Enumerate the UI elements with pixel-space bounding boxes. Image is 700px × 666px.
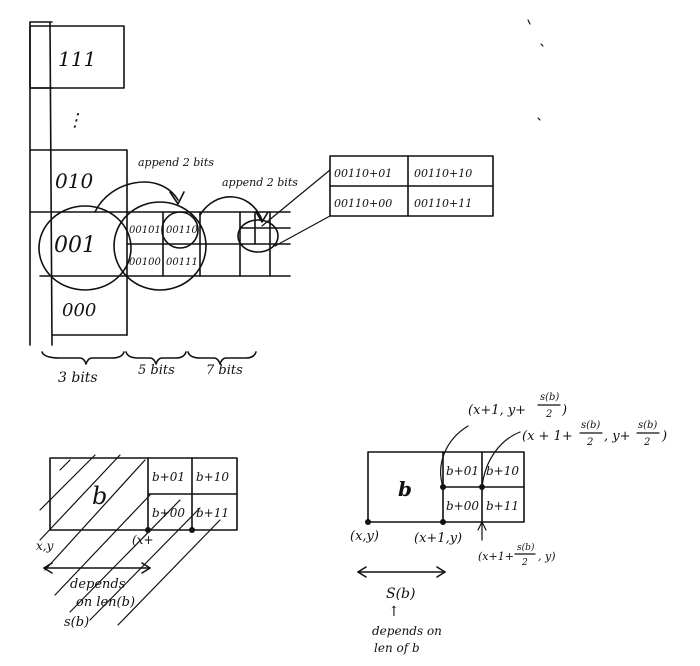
brace-5bits bbox=[125, 351, 187, 365]
br-coord-top1: (x+1, y+ bbox=[468, 403, 526, 418]
br-depends-line2: len of b bbox=[374, 641, 420, 655]
append-arrow-2 bbox=[199, 196, 263, 221]
box-label-001: 001 bbox=[54, 233, 96, 258]
br-coord-top2b: , y+ bbox=[604, 429, 631, 444]
circle-001 bbox=[38, 205, 132, 291]
bl-block-label: b bbox=[92, 482, 107, 510]
box-label-000: 000 bbox=[62, 300, 96, 321]
bl-coord-scribble: (x+ bbox=[132, 533, 154, 547]
brace-label-3bits: 3 bits bbox=[58, 370, 98, 386]
br-block-label: b bbox=[398, 477, 412, 501]
append-arrow-1 bbox=[94, 181, 179, 213]
stray-mark-3 bbox=[537, 117, 541, 121]
br-frac4-den: 2 bbox=[521, 558, 528, 568]
bl-sb: s(b) bbox=[64, 615, 89, 630]
cell-00110: 00110 bbox=[166, 225, 198, 236]
br-frac1-den: 2 bbox=[545, 409, 552, 420]
brace-3bits bbox=[41, 351, 125, 365]
br-sb: S(b) bbox=[386, 586, 415, 602]
br-frac3-close: ) bbox=[661, 429, 667, 444]
bl-cell-b00: b+00 bbox=[152, 506, 185, 520]
bl-coord-xy: x,y bbox=[36, 539, 54, 553]
br-coord-bottom: (x+1+ bbox=[478, 550, 514, 563]
brace-label-5bits: 5 bits bbox=[138, 363, 175, 378]
arrowhead-2 bbox=[255, 211, 269, 223]
stray-mark-2 bbox=[540, 43, 544, 47]
br-frac1-num: s(b) bbox=[540, 392, 559, 403]
br-coord-x1y: (x+1,y) bbox=[414, 531, 462, 546]
cell-00101: 00101 bbox=[129, 225, 161, 236]
brace-label-7bits: 7 bits bbox=[206, 363, 243, 378]
callout-cell-10: 00110+10 bbox=[414, 167, 472, 180]
br-cell-b11: b+11 bbox=[486, 499, 519, 513]
append-label-2: append 2 bits bbox=[222, 176, 298, 189]
br-coord-xy: (x,y) bbox=[350, 529, 379, 544]
append-label-1: append 2 bits bbox=[138, 156, 214, 169]
br-depends-line1: depends on bbox=[372, 624, 442, 638]
br-up-arrow: ↑ bbox=[388, 604, 400, 620]
circle-00110 bbox=[161, 211, 199, 249]
br-coord-top2: (x + 1+ bbox=[522, 429, 573, 444]
circle-level2 bbox=[113, 201, 207, 291]
bottom-left-diagram bbox=[39, 454, 238, 626]
br-cell-b10: b+10 bbox=[486, 464, 519, 478]
br-frac2-num: s(b) bbox=[581, 420, 600, 431]
bl-cell-b10: b+10 bbox=[196, 470, 229, 484]
bl-on-len: on len(b) bbox=[76, 595, 135, 610]
bl-cell-b11: b+11 bbox=[196, 506, 229, 520]
br-frac1-close: ) bbox=[561, 403, 567, 418]
box-label-010: 010 bbox=[55, 169, 93, 193]
callout-cell-01: 00110+01 bbox=[334, 167, 392, 180]
bottom-right-diagram bbox=[357, 425, 525, 578]
circle-level3 bbox=[237, 219, 279, 253]
bl-depends: depends bbox=[70, 577, 126, 592]
br-frac2-den: 2 bbox=[586, 437, 593, 448]
cell-00111: 00111 bbox=[166, 257, 198, 268]
br-coord-bottom-end: , y) bbox=[538, 550, 556, 563]
callout-box bbox=[261, 155, 494, 247]
callout-cell-00: 00110+00 bbox=[334, 197, 392, 210]
prefix-column bbox=[29, 21, 291, 346]
cell-00100: 00100 bbox=[129, 257, 161, 268]
br-frac3-den: 2 bbox=[643, 437, 650, 448]
bl-cell-b01: b+01 bbox=[152, 470, 185, 484]
br-frac4-num: s(b) bbox=[517, 542, 535, 553]
box-label-111: 111 bbox=[58, 47, 96, 71]
callout-cell-11: 00110+11 bbox=[414, 197, 472, 210]
br-cell-b00: b+00 bbox=[446, 499, 479, 513]
br-cell-b01: b+01 bbox=[446, 464, 479, 478]
arrowhead-1 bbox=[169, 191, 185, 205]
stray-mark-1 bbox=[527, 19, 531, 25]
ellipsis-dots: ⋮ bbox=[66, 110, 84, 131]
brace-7bits bbox=[187, 351, 257, 365]
br-frac3-num: s(b) bbox=[638, 420, 657, 431]
